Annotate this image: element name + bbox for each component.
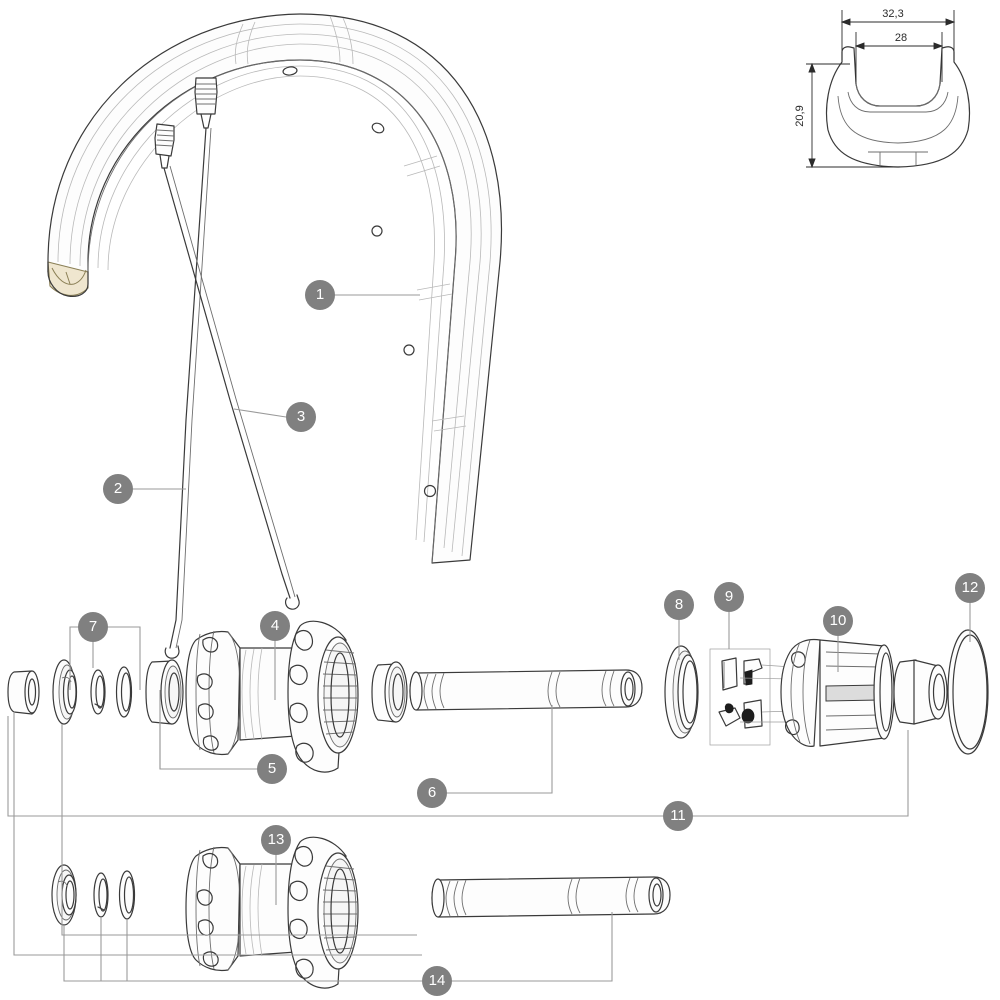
rim-cross-section xyxy=(806,10,971,169)
hub-shell-rear xyxy=(185,846,297,972)
dimension-width-inner: 28 xyxy=(894,32,908,44)
seal-ring xyxy=(664,645,699,739)
callout-6[interactable]: 6 xyxy=(417,778,447,808)
spoke-nipple-long xyxy=(194,77,218,129)
callout-14[interactable]: 14 xyxy=(422,966,452,996)
spoke-nipple-short xyxy=(154,123,175,169)
bottom-small-parts xyxy=(51,864,136,926)
callout-7[interactable]: 7 xyxy=(78,612,108,642)
pawl-spring-kit xyxy=(709,648,793,746)
leader-lines xyxy=(7,294,971,982)
callout-4[interactable]: 4 xyxy=(260,611,290,641)
callout-11[interactable]: 11 xyxy=(663,801,693,831)
callout-3[interactable]: 3 xyxy=(286,402,316,432)
end-cap-left xyxy=(7,670,40,715)
bearing-right xyxy=(371,661,408,723)
callout-12[interactable]: 12 xyxy=(955,573,985,603)
callout-8[interactable]: 8 xyxy=(664,590,694,620)
rim-part xyxy=(47,13,503,564)
axle-front xyxy=(409,669,643,711)
callout-5[interactable]: 5 xyxy=(257,754,287,784)
dimension-width-outer: 32,3 xyxy=(882,8,904,20)
spoke-right xyxy=(163,165,300,610)
dimension-depth: 20,9 xyxy=(794,105,806,127)
circlip xyxy=(90,669,106,715)
hub-shell-front xyxy=(185,630,297,756)
freehub-body xyxy=(780,638,895,747)
spoke-left xyxy=(164,127,212,659)
axle-rear xyxy=(431,876,671,918)
dust-seal xyxy=(52,659,78,725)
bearing-left xyxy=(145,659,184,725)
callout-13[interactable]: 13 xyxy=(261,825,291,855)
rim-spoke-holes xyxy=(282,66,437,498)
callout-1[interactable]: 1 xyxy=(305,280,335,310)
ratchet-ring xyxy=(287,620,359,773)
callout-10[interactable]: 10 xyxy=(823,606,853,636)
ratchet-ring-rear xyxy=(287,836,359,989)
end-cap-right xyxy=(893,659,948,725)
callout-2[interactable]: 2 xyxy=(103,474,133,504)
washer xyxy=(115,666,133,718)
callout-9[interactable]: 9 xyxy=(714,582,744,612)
o-ring xyxy=(947,629,989,755)
